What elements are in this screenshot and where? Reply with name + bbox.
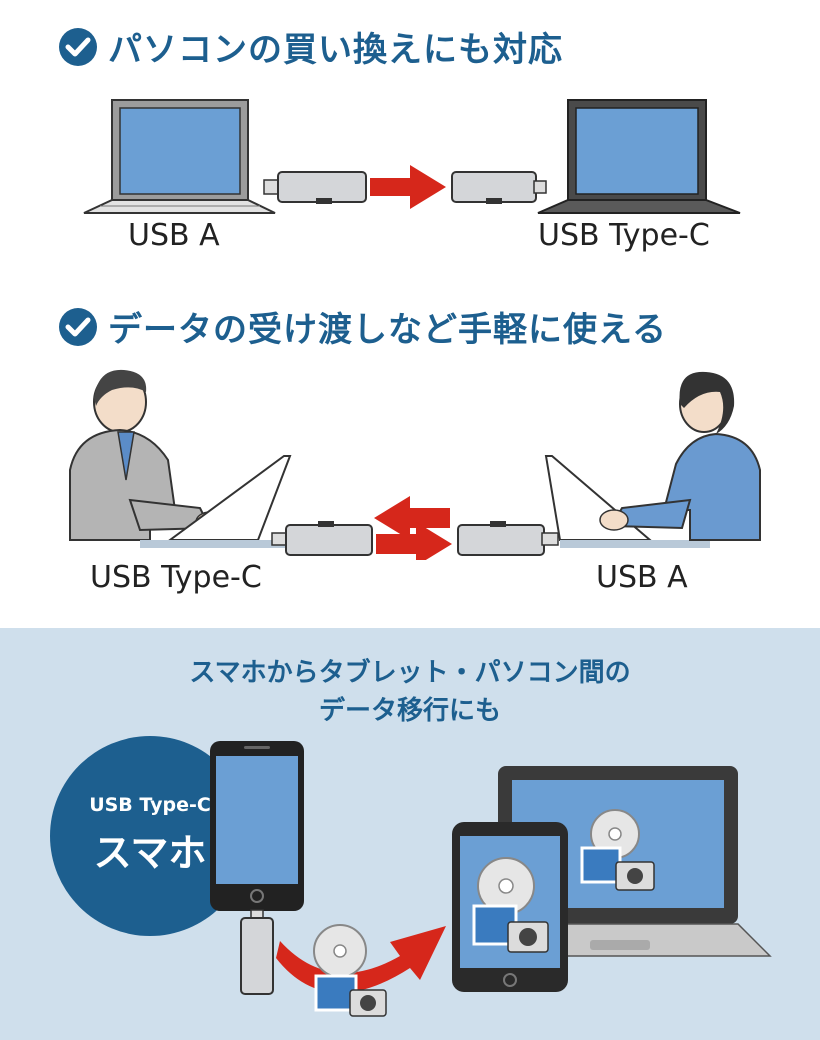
section1-left-label: USB A bbox=[128, 218, 220, 253]
arrow-right-icon bbox=[370, 165, 446, 209]
badge-usb-type-c: USB Type-C bbox=[89, 794, 211, 816]
woman-user-illustration bbox=[599, 371, 761, 541]
tablet-illustration bbox=[452, 822, 568, 992]
panel-title-line2: データ移行にも bbox=[318, 696, 501, 726]
section1-illustration bbox=[83, 99, 741, 214]
badge-smartphone: スマホ bbox=[93, 831, 207, 875]
section2-heading-text: データの受け渡しなど手軽に使える bbox=[108, 310, 667, 350]
section1-heading-text: パソコンの買い換えにも対応 bbox=[108, 30, 563, 70]
smartphone-illustration bbox=[210, 741, 304, 911]
laptop-right-illustration bbox=[537, 99, 741, 214]
section1-heading: パソコンの買い換えにも対応 bbox=[58, 22, 563, 71]
laptop-left-illustration bbox=[83, 99, 276, 214]
panel-title-line1: スマホからタブレット・パソコン間の bbox=[189, 658, 631, 688]
usb-drive-c-illustration bbox=[240, 909, 274, 995]
arrow-left-icon bbox=[374, 496, 450, 540]
usb-drive-c-illustration bbox=[271, 521, 373, 556]
section2-right-label: USB A bbox=[596, 560, 688, 595]
usb-drive-a-illustration bbox=[263, 171, 367, 204]
section2-left-label: USB Type-C bbox=[90, 560, 262, 595]
section2-illustration bbox=[69, 369, 761, 560]
check-circle-icon bbox=[59, 27, 97, 66]
section2-heading: データの受け渡しなど手軽に使える bbox=[58, 302, 667, 351]
arrow-right-icon bbox=[376, 522, 452, 560]
check-circle-icon bbox=[59, 307, 97, 346]
usb-drive-c-illustration bbox=[451, 171, 547, 204]
usb-drive-a-illustration bbox=[457, 521, 559, 556]
media-files-illustration bbox=[313, 924, 387, 1017]
section3-illustration bbox=[210, 741, 772, 1017]
section1-right-label: USB Type-C bbox=[538, 218, 710, 253]
man-user-illustration bbox=[69, 369, 225, 541]
